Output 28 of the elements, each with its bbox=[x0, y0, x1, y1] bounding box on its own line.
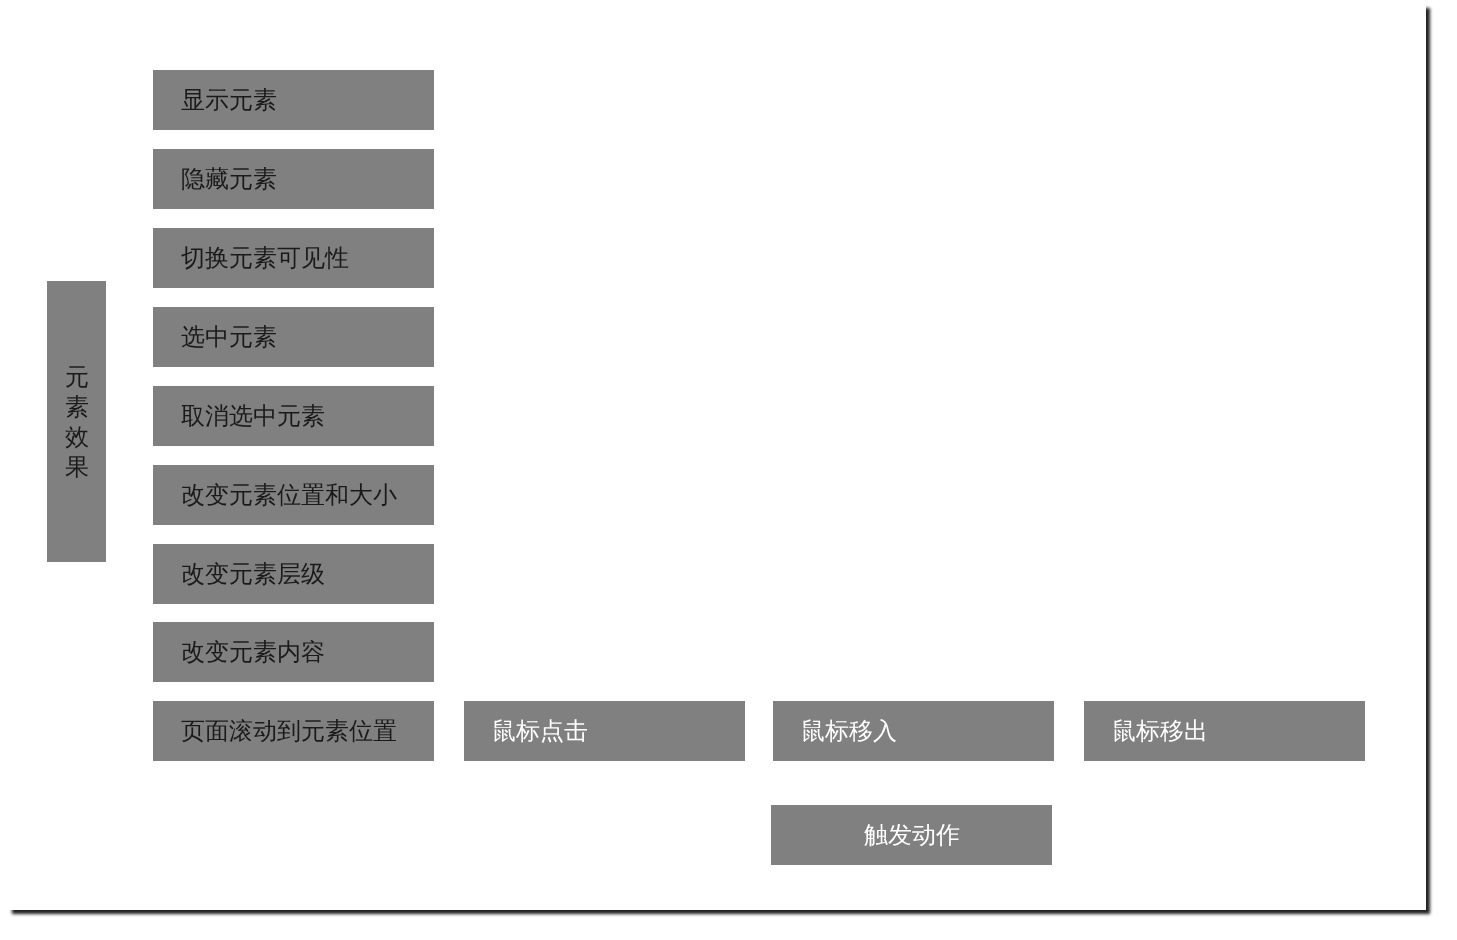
item-box bbox=[153, 70, 434, 130]
box-label: 页面滚动到元素位置 bbox=[181, 716, 397, 747]
box-label: 元素效果 bbox=[63, 361, 90, 482]
item-box bbox=[773, 701, 1054, 761]
item-box bbox=[153, 149, 434, 209]
box-label: 改变元素内容 bbox=[181, 637, 325, 668]
item-box bbox=[153, 701, 434, 761]
box-label: 触发动作 bbox=[863, 820, 960, 851]
box-label: 鼠标移入 bbox=[801, 716, 897, 747]
trigger-box bbox=[771, 805, 1052, 865]
item-box bbox=[153, 622, 434, 682]
box-label: 选中元素 bbox=[181, 322, 277, 353]
item-box bbox=[153, 465, 434, 525]
item-box bbox=[153, 544, 434, 604]
item-box bbox=[464, 701, 745, 761]
box-label: 切换元素可见性 bbox=[181, 243, 349, 274]
item-box bbox=[153, 386, 434, 446]
box-label: 隐藏元素 bbox=[181, 164, 277, 195]
box-label: 显示元素 bbox=[181, 85, 277, 116]
box-label: 鼠标点击 bbox=[492, 716, 588, 747]
box-label: 鼠标移出 bbox=[1112, 716, 1208, 747]
box-label: 改变元素层级 bbox=[181, 559, 325, 590]
item-box bbox=[153, 228, 434, 288]
item-box bbox=[153, 307, 434, 367]
item-box bbox=[1084, 701, 1365, 761]
category-box bbox=[47, 281, 106, 562]
box-label: 改变元素位置和大小 bbox=[181, 480, 397, 511]
box-label: 取消选中元素 bbox=[181, 401, 325, 432]
